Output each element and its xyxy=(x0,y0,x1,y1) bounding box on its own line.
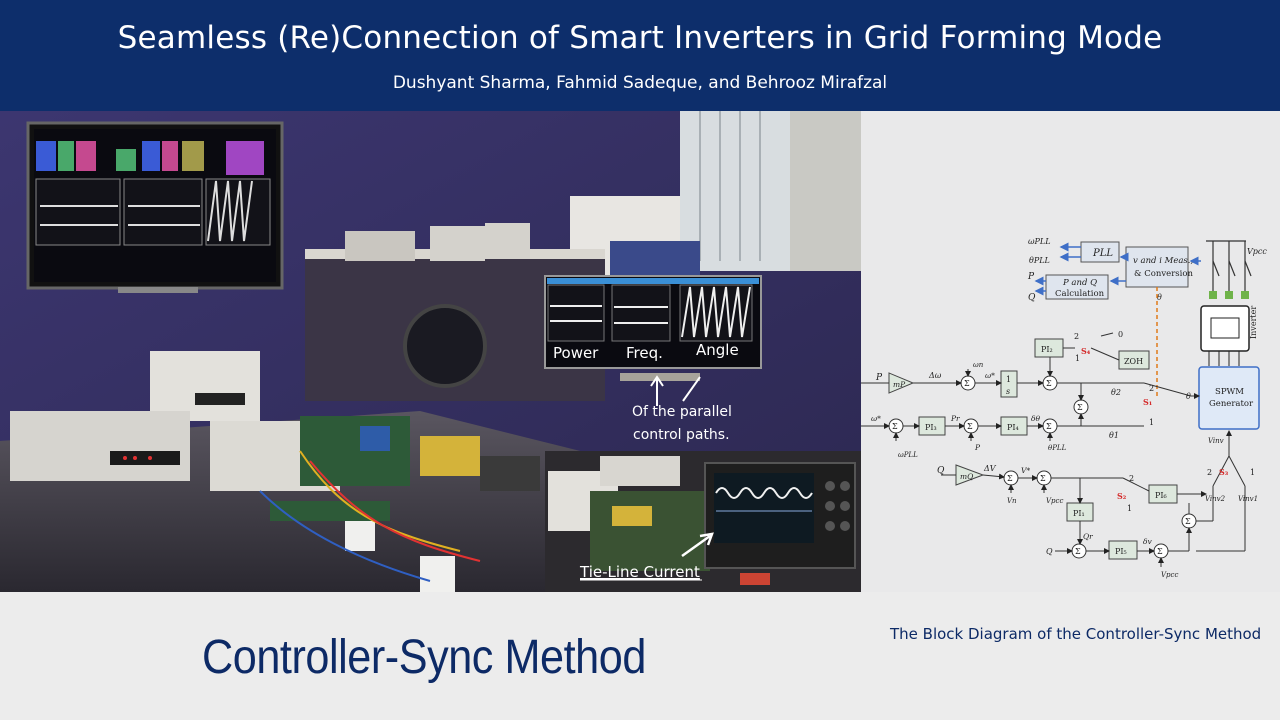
author-list: Dushyant Sharma, Fahmid Sadeque, and Beh… xyxy=(392,73,888,93)
svg-text:P: P xyxy=(974,443,981,452)
angle-label: Angle xyxy=(696,341,739,359)
svg-text:2: 2 xyxy=(1207,468,1212,477)
svg-text:θPLL: θPLL xyxy=(1029,256,1050,265)
parallel-label-line2: control paths. xyxy=(633,427,730,443)
svg-text:θPLL: θPLL xyxy=(1048,444,1067,452)
svg-text:V*: V* xyxy=(1021,466,1030,475)
svg-text:Generator: Generator xyxy=(1209,399,1254,409)
svg-text:Δω: Δω xyxy=(928,371,942,380)
svg-text:mQ: mQ xyxy=(960,472,973,481)
svg-text:ωn: ωn xyxy=(973,361,984,369)
freq-label: Freq. xyxy=(626,344,663,362)
svg-text:S₄: S₄ xyxy=(1081,346,1091,356)
svg-text:& Conversion: & Conversion xyxy=(1134,269,1193,279)
parallel-label-line1: Of the parallel xyxy=(632,404,732,420)
svg-text:ΔV: ΔV xyxy=(983,464,997,473)
svg-text:Σ: Σ xyxy=(964,379,970,388)
svg-text:2: 2 xyxy=(1129,474,1134,483)
svg-text:Q: Q xyxy=(1046,547,1053,556)
svg-text:Q: Q xyxy=(937,466,945,476)
svg-text:δθ: δθ xyxy=(1031,414,1041,423)
svg-text:Σ: Σ xyxy=(1046,422,1052,431)
svg-text:Σ: Σ xyxy=(967,422,973,431)
svg-text:2: 2 xyxy=(1149,384,1154,393)
svg-text:ZOH: ZOH xyxy=(1124,357,1143,366)
svg-text:Vinv: Vinv xyxy=(1208,437,1224,445)
svg-text:Vpcc: Vpcc xyxy=(1161,571,1178,579)
svg-text:Vinv2: Vinv2 xyxy=(1205,495,1226,503)
block-diagram-panel: PLL v and i Meas., & Conversion P and Q … xyxy=(861,111,1280,592)
svg-text:Vpcc: Vpcc xyxy=(1046,497,1063,505)
svg-text:Vn: Vn xyxy=(1007,497,1017,505)
svg-text:P: P xyxy=(1027,272,1035,282)
svg-text:Σ: Σ xyxy=(1077,403,1083,412)
pll-block xyxy=(1080,241,1120,263)
svg-text:PI₁: PI₁ xyxy=(1073,509,1085,518)
svg-text:ωPLL: ωPLL xyxy=(898,451,918,459)
svg-text:Calculation: Calculation xyxy=(1055,289,1105,299)
svg-text:Σ: Σ xyxy=(1157,547,1163,556)
svg-text:PLL: PLL xyxy=(1092,248,1113,259)
svg-text:δv: δv xyxy=(1143,537,1153,546)
lab-setup-photo: Power Freq. Angle Of the parallel contro… xyxy=(0,111,861,592)
svg-text:θ: θ xyxy=(1186,392,1191,401)
svg-text:Σ: Σ xyxy=(1185,517,1191,526)
svg-text:θ1: θ1 xyxy=(1109,431,1119,440)
svg-text:PI₂: PI₂ xyxy=(1041,345,1053,354)
svg-text:1: 1 xyxy=(1006,375,1011,384)
svg-text:0: 0 xyxy=(1118,330,1123,339)
presentation-title: Seamless (Re)Connection of Smart Inverte… xyxy=(117,20,1163,56)
svg-text:P and Q: P and Q xyxy=(1062,278,1097,288)
svg-text:P: P xyxy=(875,373,883,383)
svg-text:s: s xyxy=(1006,387,1010,396)
svg-text:Vinv1: Vinv1 xyxy=(1238,495,1258,503)
svg-text:1: 1 xyxy=(1075,354,1080,363)
svg-text:Inverter: Inverter xyxy=(1249,306,1258,339)
power-label: Power xyxy=(553,344,599,362)
svg-text:ω*: ω* xyxy=(985,371,995,380)
svg-text:Q: Q xyxy=(1028,293,1036,303)
svg-text:PI₅: PI₅ xyxy=(1115,547,1127,556)
measurement-block xyxy=(1125,246,1189,288)
controller-sync-block-diagram: PLL v and i Meas., & Conversion P and Q … xyxy=(861,237,1267,579)
svg-text:S₃: S₃ xyxy=(1219,467,1229,477)
tie-line-current-label: Tie-Line Current xyxy=(579,563,700,581)
svg-text:θ2: θ2 xyxy=(1111,388,1121,397)
svg-text:1: 1 xyxy=(1149,418,1154,427)
svg-text:SPWM: SPWM xyxy=(1215,387,1244,397)
svg-text:θ: θ xyxy=(1157,293,1162,302)
svg-text:Σ: Σ xyxy=(1075,547,1081,556)
svg-text:PI₄: PI₄ xyxy=(1007,423,1019,432)
svg-text:S₁: S₁ xyxy=(1143,397,1152,407)
svg-text:Σ: Σ xyxy=(892,422,898,431)
svg-text:Vpcc: Vpcc xyxy=(1247,247,1267,256)
svg-text:Σ: Σ xyxy=(1007,474,1013,483)
svg-text:ω*: ω* xyxy=(871,414,881,423)
lab-photo-illustration: Power Freq. Angle Of the parallel contro… xyxy=(0,111,861,592)
svg-text:ωPLL: ωPLL xyxy=(1028,237,1051,246)
svg-text:Σ: Σ xyxy=(1040,474,1046,483)
svg-text:Pr: Pr xyxy=(950,414,960,423)
svg-text:PI₆: PI₆ xyxy=(1155,491,1167,500)
svg-text:1: 1 xyxy=(1127,504,1132,513)
svg-text:PI₃: PI₃ xyxy=(925,423,937,432)
svg-text:S₂: S₂ xyxy=(1117,491,1127,501)
svg-text:v and i Meas.,: v and i Meas., xyxy=(1133,256,1193,266)
title-banner: Seamless (Re)Connection of Smart Inverte… xyxy=(0,0,1280,111)
spwm-generator-block xyxy=(1198,366,1260,430)
pq-calculation-block xyxy=(1045,274,1109,300)
svg-text:mP: mP xyxy=(893,380,906,389)
inverter-block xyxy=(1200,305,1250,352)
svg-text:2: 2 xyxy=(1074,332,1079,341)
svg-text:1: 1 xyxy=(1250,468,1255,477)
diagram-caption: The Block Diagram of the Controller-Sync… xyxy=(890,625,1262,643)
svg-text:Σ: Σ xyxy=(1046,379,1052,388)
bottom-area xyxy=(0,592,1280,720)
svg-text:Qr: Qr xyxy=(1083,532,1093,541)
method-title: Controller-Sync Method xyxy=(202,631,646,684)
